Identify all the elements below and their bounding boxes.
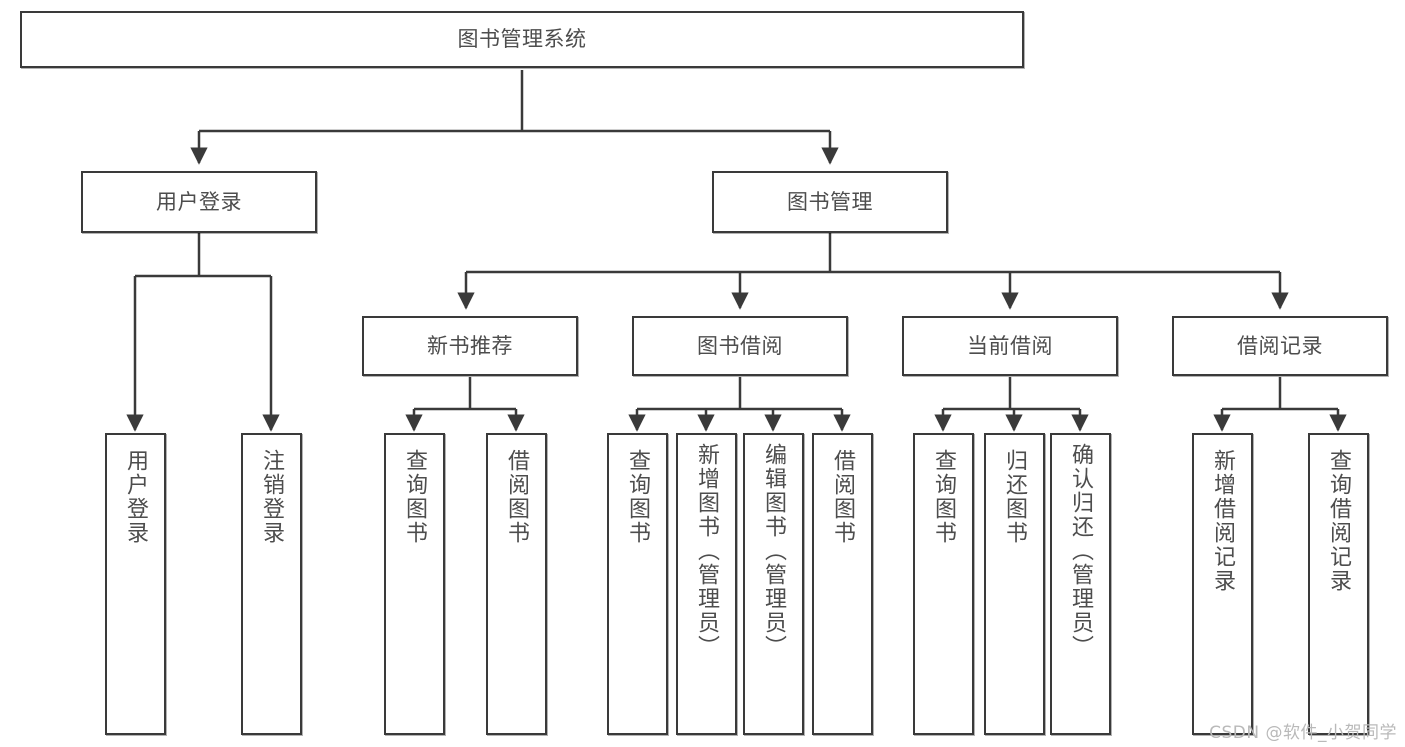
leaf-borrow-add-book[interactable]: 新增图书（管理员） — [676, 433, 737, 735]
watermark: CSDN @软件_小贺同学 — [1209, 723, 1397, 743]
node-label: 新增图书（管理员） — [694, 443, 720, 659]
node-label: 用户登录 — [123, 449, 149, 545]
node-label: 借阅记录 — [1237, 333, 1323, 358]
leaf-record-query[interactable]: 查询借阅记录 — [1308, 433, 1369, 735]
leaf-recommend-borrow-book[interactable]: 借阅图书 — [486, 433, 547, 735]
node-label: 新书推荐 — [427, 333, 513, 358]
node-label: 借阅图书 — [504, 449, 530, 545]
node-borrow-record[interactable]: 借阅记录 — [1172, 316, 1388, 376]
node-label: 注销登录 — [259, 449, 285, 545]
node-book-management[interactable]: 图书管理 — [712, 171, 948, 233]
node-label: 当前借阅 — [967, 333, 1053, 358]
leaf-borrow-query-book[interactable]: 查询图书 — [607, 433, 668, 735]
node-label: 图书借阅 — [697, 333, 783, 358]
leaf-recommend-query-book[interactable]: 查询图书 — [384, 433, 445, 735]
node-book-borrow[interactable]: 图书借阅 — [632, 316, 848, 376]
node-label: 图书管理 — [787, 189, 873, 214]
leaf-record-add[interactable]: 新增借阅记录 — [1192, 433, 1253, 735]
leaf-current-query-book[interactable]: 查询图书 — [913, 433, 974, 735]
leaf-current-return-book[interactable]: 归还图书 — [984, 433, 1045, 735]
leaf-user-logout[interactable]: 注销登录 — [241, 433, 302, 735]
node-current-borrow[interactable]: 当前借阅 — [902, 316, 1118, 376]
leaf-user-login[interactable]: 用户登录 — [105, 433, 166, 735]
node-label: 查询图书 — [625, 449, 651, 545]
node-label: 归还图书 — [1002, 449, 1028, 545]
node-label: 查询图书 — [931, 449, 957, 545]
node-label: 图书管理系统 — [457, 27, 587, 51]
node-label: 查询图书 — [402, 449, 428, 545]
leaf-borrow-edit-book[interactable]: 编辑图书（管理员） — [743, 433, 804, 735]
leaf-current-confirm-return[interactable]: 确认归还（管理员） — [1050, 433, 1111, 735]
node-root-system[interactable]: 图书管理系统 — [20, 11, 1024, 68]
node-label: 用户登录 — [156, 189, 242, 214]
node-user-login[interactable]: 用户登录 — [81, 171, 317, 233]
leaf-borrow-borrow-book[interactable]: 借阅图书 — [812, 433, 873, 735]
node-label: 确认归还（管理员） — [1068, 443, 1094, 659]
node-label: 编辑图书（管理员） — [761, 443, 787, 659]
node-new-book-recommend[interactable]: 新书推荐 — [362, 316, 578, 376]
node-label: 新增借阅记录 — [1210, 449, 1236, 593]
node-label: 查询借阅记录 — [1326, 449, 1352, 593]
node-label: 借阅图书 — [830, 449, 856, 545]
